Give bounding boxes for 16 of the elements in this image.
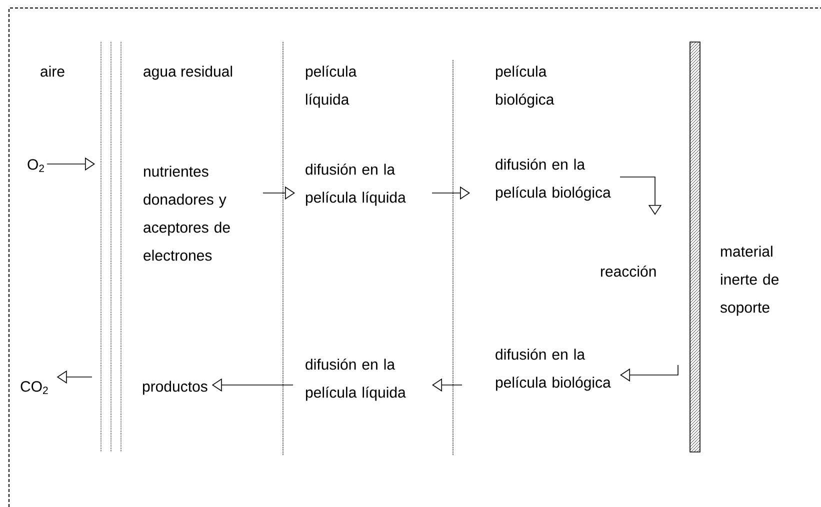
column-heading: película biológica (496, 66, 554, 108)
text-label: difusión en la película biológica (496, 348, 611, 391)
column-heading: agua residual (144, 66, 232, 80)
text-label: difusión en la película biológica (496, 158, 611, 201)
text-label: reacción (601, 266, 656, 277)
column-heading: material inerte de soporte (720, 246, 779, 316)
text-label: difusión en la película líquida (306, 358, 406, 401)
text-label: difusión en la película líquida (306, 164, 406, 206)
arrow (620, 364, 678, 382)
arrow (620, 176, 662, 215)
text-label: productos (142, 380, 208, 395)
text-label: nutrientes donadores y aceptores de electrones (144, 166, 230, 261)
text-label: CO$_{2}$ (20, 381, 48, 394)
column-heading: película líquida (306, 66, 357, 108)
text-label: O$_{2}$ (28, 159, 44, 172)
column-heading: aire (40, 66, 64, 77)
